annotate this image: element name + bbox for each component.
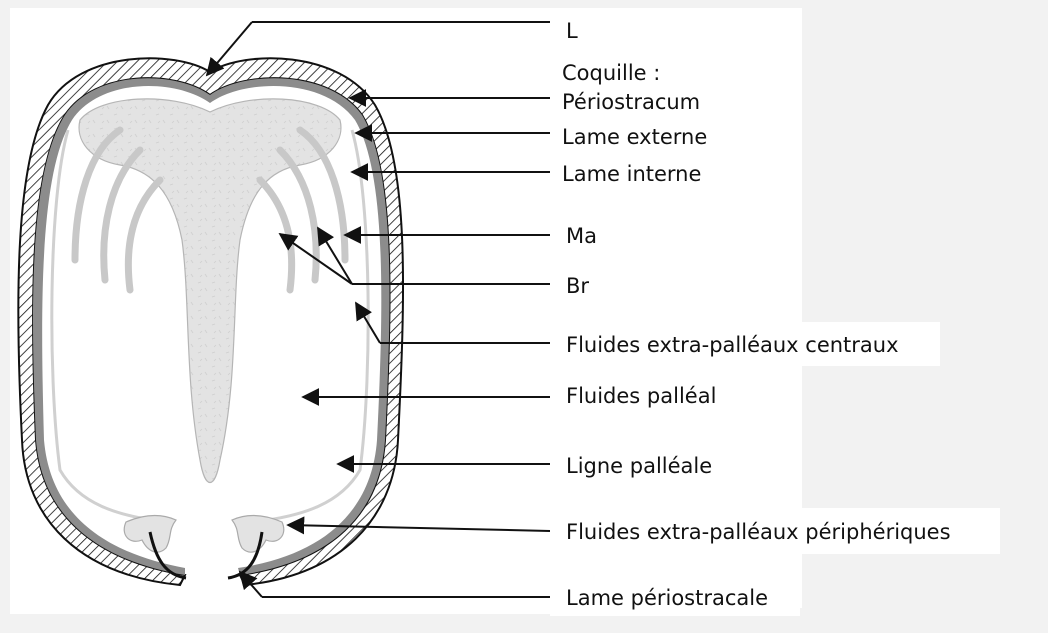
label-box-L	[550, 8, 620, 42]
label-ma: Ma	[566, 226, 597, 247]
label-lame-externe: Lame externe	[562, 127, 707, 148]
label-ligne-palleale: Ligne palléale	[566, 456, 712, 477]
label-fluides-palleal: Fluides palléal	[566, 386, 716, 407]
label-box-br	[550, 262, 630, 306]
label-fluides-centraux: Fluides extra-palléaux centraux	[566, 335, 899, 356]
label-coquille: Coquille :	[562, 63, 660, 84]
label-periostracum: Périostracum	[562, 92, 700, 113]
label-fluides-peripheriques: Fluides extra-palléaux périphériques	[566, 522, 951, 543]
label-lame-periostracale: Lame périostracale	[566, 588, 768, 609]
label-br: Br	[566, 276, 589, 297]
label-lame-interne: Lame interne	[562, 164, 701, 185]
label-L: L	[566, 21, 578, 42]
